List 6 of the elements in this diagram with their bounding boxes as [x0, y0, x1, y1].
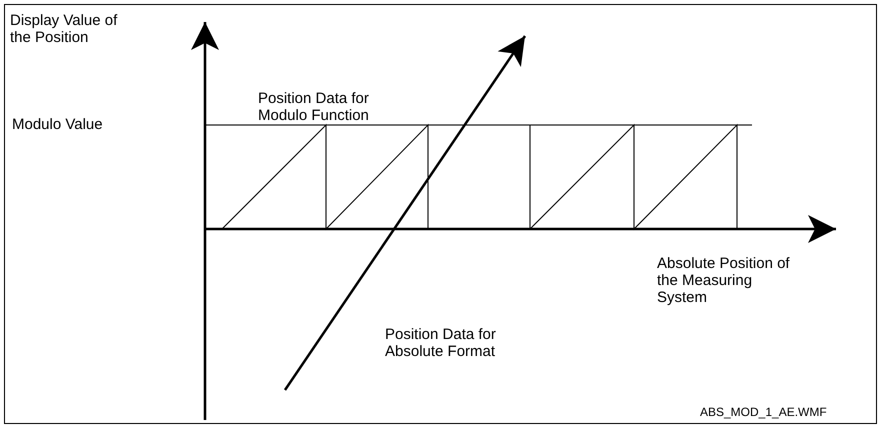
- curve-label: Position Data for Modulo Function: [258, 90, 370, 124]
- file-name: ABS_MOD_1_AE.WMF: [700, 404, 827, 421]
- curve-label: Position Data for Absolute Format: [385, 326, 497, 360]
- level-label: Modulo Value: [12, 116, 103, 133]
- axis-label: Absolute Position of the Measuring System: [657, 255, 791, 306]
- axis-label: Display Value of the Position: [10, 12, 118, 46]
